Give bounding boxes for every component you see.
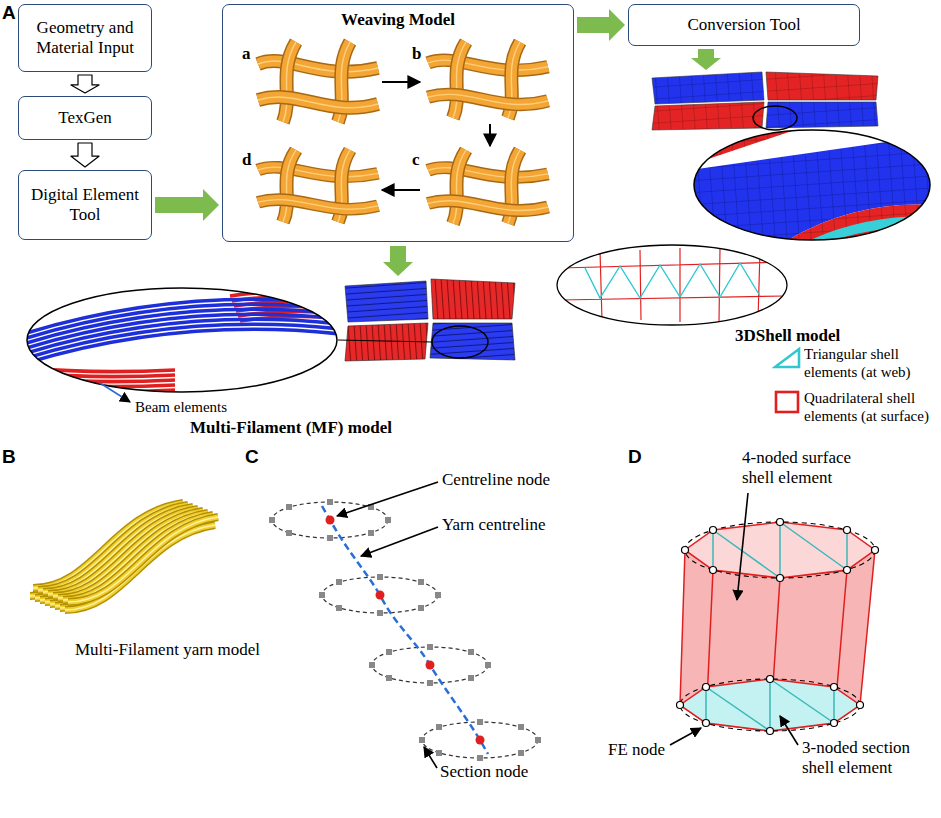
figure-caption: Multi-Filament yarn model (75, 640, 260, 660)
mf-zoom-illustration (20, 288, 350, 392)
process-box: Geometry and Material Input (18, 4, 152, 72)
callout-text: Yarn centreline (442, 515, 546, 535)
leader-lines (337, 482, 438, 768)
process-box: TexGen (18, 96, 152, 140)
weave-stage-illustration (258, 42, 548, 224)
centreline-illustration (269, 499, 541, 761)
callout-text: FE node (608, 740, 665, 760)
box-text: Weaving Model (341, 10, 455, 30)
legend-entry: Triangular shell elements (at web) (772, 345, 938, 381)
shell-wireframe-illustration (557, 245, 787, 325)
callout-text: Centreline node (442, 470, 550, 490)
box-text: Geometry and Material Input (24, 18, 146, 59)
box-text: Digital Element Tool (24, 185, 146, 226)
mf-model-illustration (338, 279, 515, 361)
panel-label: A (2, 2, 16, 25)
legend-text: Triangular shell elements (at web) (804, 345, 936, 381)
legend-entry: Quadrilateral shell elements (at surface… (772, 389, 938, 425)
stage-arrows (382, 82, 490, 190)
box-text: Conversion Tool (687, 15, 800, 35)
group-box: Weaving Model (222, 4, 574, 242)
legend-swatch (772, 389, 804, 415)
shell-element-illustration (677, 519, 879, 735)
leader-lines (670, 493, 798, 745)
callout-text: Section node (440, 762, 528, 782)
green-arrow (691, 49, 721, 70)
green-arrow (383, 246, 413, 276)
flow-arrow (155, 189, 219, 221)
legend-text: Quadrilateral shell elements (at surface… (804, 389, 936, 425)
callout-text: Beam elements (135, 398, 227, 416)
subfigure-letter: b (412, 44, 421, 64)
panel-label: C (245, 446, 259, 469)
flow-arrow (71, 143, 99, 167)
yarn-illustration (30, 503, 218, 610)
panel-label: D (628, 446, 642, 469)
shell-zoom-illustration (690, 125, 935, 245)
panel-label: B (2, 446, 16, 469)
callout-text: 4-noded surface shell element (742, 448, 882, 489)
figure-caption: 3DShell model (735, 326, 840, 346)
legend: Triangular shell elements (at web) Quadri… (772, 345, 938, 425)
subfigure-letter: c (412, 150, 420, 170)
flow-arrow (577, 9, 625, 41)
subfigure-letter: a (242, 44, 251, 64)
flow-arrow (71, 75, 99, 93)
shell-model-illustration (652, 72, 878, 130)
process-box: Conversion Tool (628, 4, 860, 46)
box-text: TexGen (58, 108, 112, 128)
leader-line (100, 383, 130, 402)
subfigure-letter: d (242, 150, 251, 170)
process-box: Digital Element Tool (18, 170, 152, 240)
figure-caption: Multi-Filament (MF) model (190, 418, 392, 438)
callout-text: 3-noded section shell element (802, 738, 934, 779)
legend-swatch (772, 345, 804, 371)
